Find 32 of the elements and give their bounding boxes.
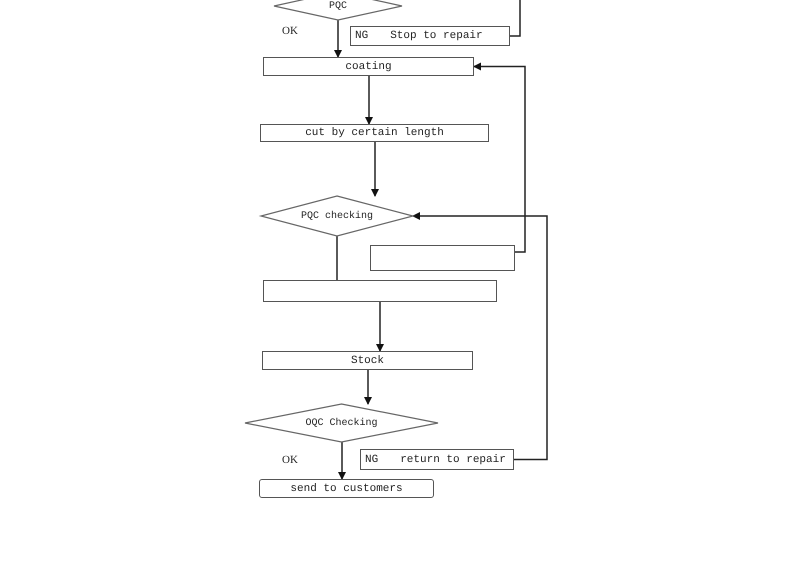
node-text: NG <box>365 454 378 466</box>
node-text: Stop to repair <box>390 30 483 42</box>
process-box <box>260 124 489 142</box>
process-box <box>259 479 434 498</box>
connector-arrow <box>365 76 373 125</box>
connector-arrow <box>364 370 372 405</box>
node-text: OQC Checking <box>305 418 378 428</box>
node-text: return to repair <box>400 454 506 466</box>
branch-label: OK <box>282 25 298 37</box>
node-text: PQC checking <box>300 210 373 222</box>
node-text: send to customers <box>290 482 403 494</box>
decision-diamond <box>245 404 438 442</box>
node-text: Stock <box>350 354 384 366</box>
connector-arrow <box>371 142 379 197</box>
process-box <box>262 351 473 370</box>
connector-arrow <box>338 442 346 480</box>
branch-label: OK <box>282 454 298 466</box>
connector-arrow <box>412 212 548 460</box>
connector-arrow <box>473 62 526 253</box>
process-box <box>350 26 510 46</box>
connector-arrow <box>334 20 342 58</box>
connector-arrow <box>376 302 384 352</box>
process-box <box>263 57 474 76</box>
decision-diamond <box>261 196 413 236</box>
node-text: PQC <box>328 0 347 12</box>
process-box <box>263 280 497 302</box>
decision-diamond <box>274 0 402 20</box>
node-text: coating <box>345 60 392 72</box>
node-text: cut by certain length <box>305 127 444 139</box>
node-text: NG <box>355 30 368 42</box>
process-box <box>370 245 515 271</box>
process-box <box>360 449 514 470</box>
